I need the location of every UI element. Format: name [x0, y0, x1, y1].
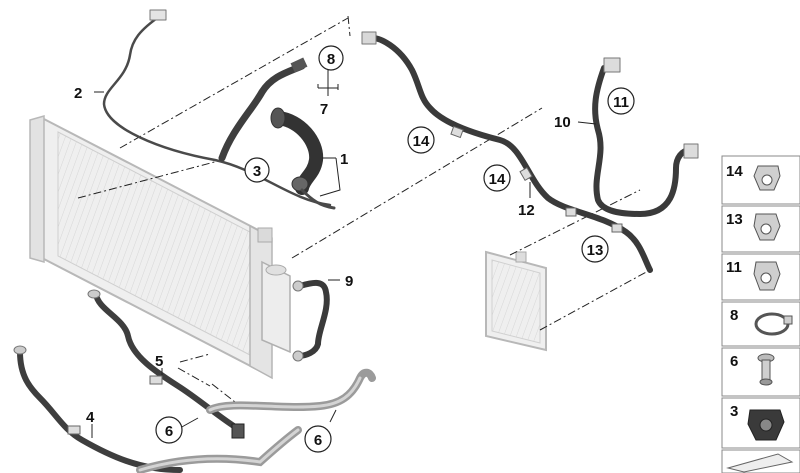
callout-4: 4: [86, 409, 95, 426]
callout-3: 3: [253, 163, 261, 180]
callout-14a-circle: 14: [407, 126, 435, 154]
callout-8-circle: 8: [318, 45, 344, 71]
callout-11-circle: 11: [607, 87, 635, 115]
clip-thumbnails: [67, 125, 623, 439]
parts-legend: 14 13 11 8: [721, 155, 800, 473]
callout-1: 1: [340, 151, 348, 168]
hose-part-3: [218, 62, 306, 162]
legend-item-13: 13: [721, 205, 800, 253]
legend-footer: [721, 449, 800, 473]
legend-item-6: 6: [721, 347, 800, 397]
callout-10: 10: [554, 114, 571, 131]
legend-number-11: 11: [726, 259, 742, 276]
callouts: 2 1 8 7 3 14 14 11 10 12 13 9 5 4: [74, 45, 635, 453]
callout-2: 2: [74, 85, 82, 102]
callout-6b: 6: [314, 432, 322, 449]
reference-lines: [77, 15, 651, 403]
callout-13-circle: 13: [581, 235, 609, 263]
callout-9: 9: [345, 273, 353, 290]
callout-14b: 14: [489, 171, 506, 188]
callout-14a: 14: [413, 133, 430, 150]
legend-number-3: 3: [730, 403, 738, 420]
bracket-clip-icon: [747, 409, 785, 441]
callout-12: 12: [518, 202, 535, 219]
hose-part-10: [592, 65, 693, 217]
callout-5: 5: [155, 353, 163, 370]
hose-part-14-12: [365, 34, 653, 273]
clamp-clip-icon: [753, 165, 781, 191]
auxiliary-radiator: [485, 250, 547, 352]
clamp-clip-icon: [753, 213, 781, 241]
legend-item-11: 11: [721, 253, 800, 301]
callout-6a: 6: [165, 423, 173, 440]
legend-item-8: 8: [721, 301, 800, 347]
callout-14b-circle: 14: [483, 164, 511, 192]
legend-number-8: 8: [730, 307, 738, 324]
legend-number-6: 6: [730, 353, 738, 370]
legend-item-14: 14: [721, 155, 800, 205]
push-rivet-icon: [757, 353, 775, 386]
coolant-pipes: [136, 368, 376, 473]
legend-item-3: 3: [721, 397, 800, 449]
callout-6a-circle: 6: [155, 416, 183, 444]
legend-number-13: 13: [726, 211, 743, 228]
fitting-part-2: [149, 9, 167, 21]
callout-11: 11: [613, 94, 629, 111]
legend-number-14: 14: [726, 163, 743, 180]
callout-8: 8: [327, 51, 335, 68]
hose-part-9: [295, 279, 330, 359]
callout-13: 13: [587, 242, 604, 259]
callout-3-circle: 3: [244, 157, 270, 183]
callout-7: 7: [320, 101, 328, 118]
callout-6b-circle: 6: [304, 425, 332, 453]
clamp-clip-icon: [753, 261, 781, 291]
main-radiator: [29, 115, 291, 380]
leader-lines: [91, 68, 597, 438]
hose-clamp-icon: [754, 312, 793, 336]
